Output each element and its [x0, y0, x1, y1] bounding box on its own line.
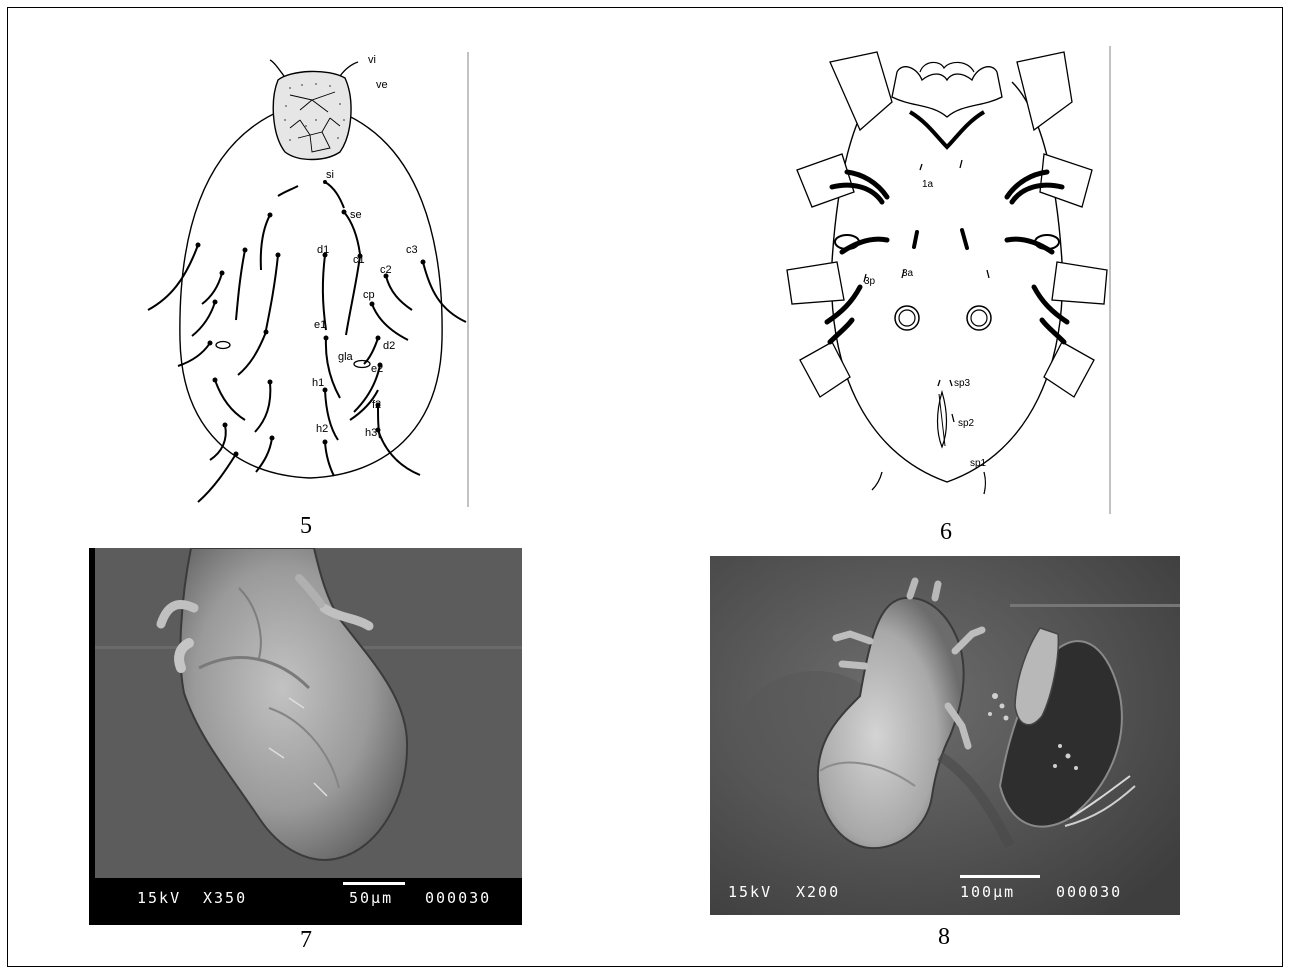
seta-label-1a: 1a — [922, 179, 934, 190]
specimen-image — [710, 556, 1180, 915]
seta-label-f2: f2 — [372, 399, 381, 411]
seta-label-h3: h3 — [365, 427, 377, 439]
ventral-view-illustration: 1a 3p 3a sp3 sp2 sp1 — [782, 42, 1112, 518]
scale-bar-label: 100µm — [960, 883, 1015, 901]
figure-number-5: 5 — [276, 513, 336, 540]
dorsal-view-illustration: vi ve — [140, 40, 480, 510]
seta-label-c3: c3 — [406, 244, 418, 256]
seta-label-3a: 3a — [902, 268, 914, 279]
seta-label-si: si — [326, 169, 334, 181]
seta-label-gla: gla — [338, 351, 354, 363]
seta-label-d1: d1 — [317, 244, 329, 256]
accelerating-voltage: 15kV — [728, 883, 772, 901]
figure-8-sem-micrograph: 15kV X200 100µm 000030 — [710, 556, 1180, 915]
image-code: 000030 — [1056, 883, 1122, 901]
seta-label-h2: h2 — [316, 423, 328, 435]
figure-number-6: 6 — [916, 519, 976, 546]
image-code: 000030 — [425, 889, 491, 907]
specimen-image — [89, 548, 522, 878]
scale-bar-label: 50µm — [349, 889, 393, 907]
seta-label-se: se — [350, 209, 362, 221]
seta-label-cp: cp — [363, 289, 375, 301]
seta-label-ve: ve — [376, 79, 388, 91]
seta-label-sp2: sp2 — [958, 418, 975, 429]
seta-label-sp1: sp1 — [970, 458, 987, 469]
scale-bar — [960, 875, 1040, 878]
micrograph-info-bar: 15kV X200 100µm 000030 — [710, 879, 1180, 915]
figure-number-8: 8 — [914, 924, 974, 951]
magnification: X350 — [203, 889, 247, 907]
micrograph-info-bar: 15kV X350 50µm 000030 — [89, 879, 522, 925]
seta-label-h1: h1 — [312, 377, 324, 389]
figure-6-ventral-drawing: 1a 3p 3a sp3 sp2 sp1 — [782, 42, 1112, 518]
seta-label-3p: 3p — [864, 276, 876, 287]
seta-label-c1: c1 — [353, 254, 365, 266]
accelerating-voltage: 15kV — [137, 889, 181, 907]
seta-label-d2: d2 — [383, 340, 395, 352]
seta-label-vi: vi — [368, 54, 376, 66]
seta-label-e2: e2 — [371, 363, 383, 375]
seta-label-c2: c2 — [380, 264, 392, 276]
figure-7-sem-micrograph: 15kV X350 50µm 000030 — [89, 548, 522, 925]
seta-label-sp3: sp3 — [954, 378, 971, 389]
figure-5-dorsal-drawing: vi ve — [140, 40, 480, 510]
scale-bar — [343, 882, 405, 885]
magnification: X200 — [796, 883, 840, 901]
seta-label-e1: e1 — [314, 319, 326, 331]
figure-number-7: 7 — [276, 927, 336, 954]
